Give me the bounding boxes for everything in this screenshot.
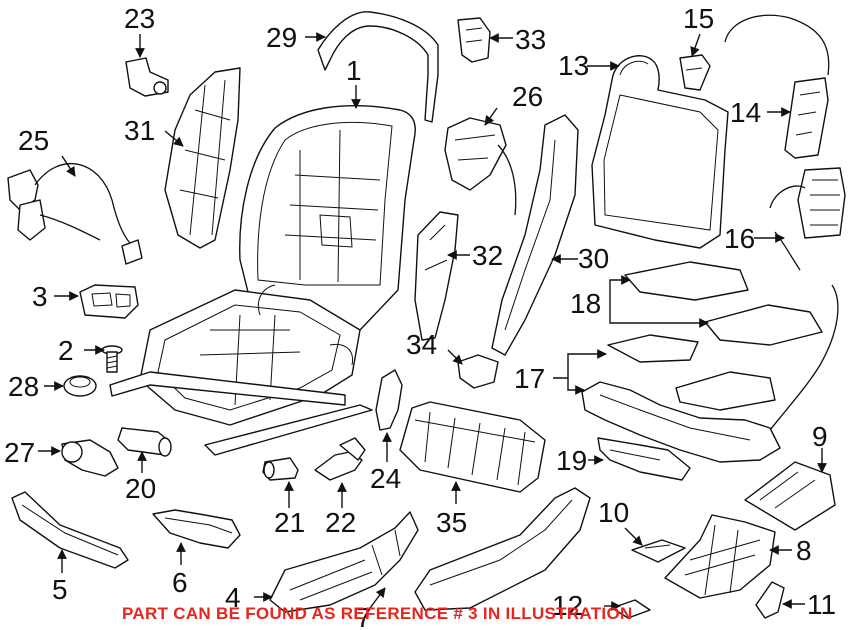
bolt-part	[101, 345, 123, 373]
callout-21: 21	[274, 507, 305, 538]
cover-plate-part	[744, 461, 836, 531]
heater-element-part	[581, 381, 781, 463]
motor-27-part	[61, 439, 119, 477]
sensor-part	[125, 57, 169, 97]
outer-shield-part	[11, 491, 129, 569]
callout-10: 10	[598, 497, 629, 528]
callout-31: 31	[124, 115, 155, 146]
clip-15-part	[679, 54, 711, 91]
callout-1: 1	[346, 55, 362, 86]
module-part	[784, 77, 829, 159]
cap-21-part	[262, 457, 299, 481]
callout-16: 16	[724, 223, 755, 254]
callout-11: 11	[807, 589, 836, 620]
mechanism-26-part	[444, 117, 517, 216]
cushion-side-cover-part	[414, 487, 591, 611]
callout-28: 28	[8, 371, 39, 402]
callout-20: 20	[125, 473, 156, 504]
callout-33: 33	[515, 24, 546, 55]
callout-3: 3	[32, 281, 48, 312]
callout-labels: 1 2 3 4 5 6 7 8 9 10 11 12 13 14 15 16 1…	[4, 3, 836, 630]
side-cover-32-part	[414, 211, 459, 341]
backrest-cover-part	[591, 55, 729, 249]
callout-29: 29	[266, 22, 297, 53]
callout-18: 18	[570, 288, 601, 319]
guide-bar-part	[317, 11, 439, 123]
knob-part	[63, 375, 97, 397]
callout-15: 15	[683, 3, 714, 34]
storage-tray-part	[399, 401, 546, 493]
clip-34-part	[457, 354, 499, 389]
motor-20-part	[117, 427, 172, 457]
callout-12: 12	[552, 590, 583, 621]
backrest-side-panel-part	[164, 67, 241, 249]
seat-frame-part	[109, 105, 416, 456]
small-clip-part	[611, 599, 651, 619]
callout-27: 27	[4, 437, 35, 468]
callout-2: 2	[58, 335, 74, 366]
cushion-pad-part	[664, 514, 776, 599]
callout-8: 8	[796, 535, 812, 566]
callout-17: 17	[514, 363, 545, 394]
leader-lines	[38, 32, 827, 611]
latch-part	[375, 369, 403, 431]
callout-34: 34	[406, 329, 437, 360]
rail-bracket-part	[597, 437, 691, 481]
lumbar-module-part	[769, 167, 846, 271]
callout-13: 13	[558, 50, 589, 81]
callout-5: 5	[52, 574, 68, 605]
callout-7: 7	[356, 602, 372, 630]
callout-14: 14	[730, 97, 761, 128]
side-trim-part	[269, 511, 419, 613]
bracket-33-part	[457, 17, 491, 63]
end-cap-part	[152, 509, 241, 549]
callout-23: 23	[124, 3, 155, 34]
wire-harness-part	[724, 14, 830, 76]
callout-4: 4	[225, 582, 241, 613]
callout-30: 30	[578, 243, 609, 274]
harness-25-part	[7, 162, 143, 265]
callout-32: 32	[472, 240, 503, 271]
callout-6: 6	[172, 567, 188, 598]
actuator-part	[314, 437, 366, 481]
callout-22: 22	[325, 507, 356, 538]
bracket-part	[755, 581, 785, 619]
switch-module-part	[79, 284, 139, 319]
part-location-notice: PART CAN BE FOUND AS REFERENCE # 3 IN IL…	[122, 604, 633, 623]
bolster-trim-part	[491, 114, 579, 356]
clip-part	[631, 539, 686, 563]
callout-26: 26	[512, 81, 543, 112]
callout-9: 9	[812, 421, 828, 452]
callout-19: 19	[556, 445, 587, 476]
callout-35: 35	[436, 507, 467, 538]
callout-24: 24	[370, 463, 401, 494]
heater-mat-part	[607, 261, 839, 431]
callout-25: 25	[18, 125, 49, 156]
